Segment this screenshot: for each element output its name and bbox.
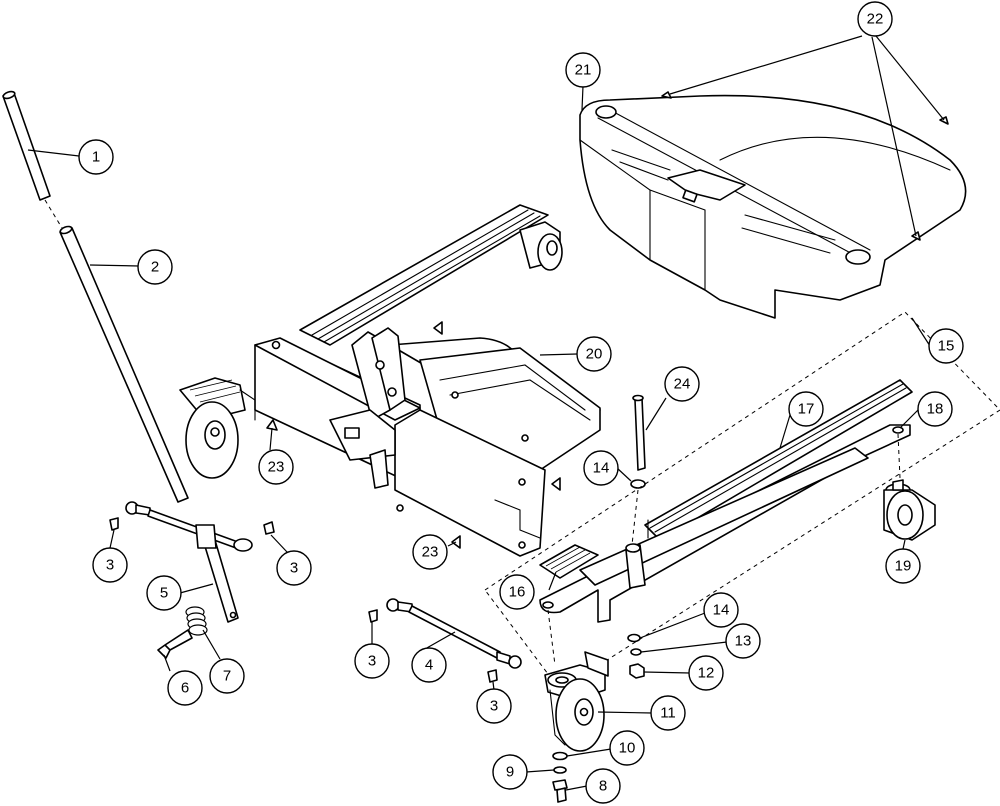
part-screw [487, 669, 498, 683]
part-handle-grip [2, 90, 51, 201]
part-pin [632, 394, 646, 471]
part-pivot-bolt [157, 629, 193, 659]
callout-24: 24 [664, 366, 700, 402]
callout-label: 17 [798, 401, 815, 418]
leader-lines [27, 35, 945, 791]
callout-label: 23 [268, 459, 285, 476]
callout-22: 22 [857, 1, 893, 37]
callout-label: 8 [599, 778, 607, 795]
callout-20: 20 [576, 336, 612, 372]
callout-10: 10 [609, 730, 645, 766]
callout-label: 16 [509, 584, 526, 601]
callout-label: 4 [425, 657, 433, 674]
part-bolt [552, 779, 568, 803]
callout-label: 14 [713, 602, 730, 619]
part-t-linkage [125, 501, 253, 623]
callout-21: 21 [565, 52, 601, 88]
part-leg-arm [539, 424, 911, 623]
callout-label: 3 [106, 557, 114, 574]
callout-6: 6 [167, 670, 203, 706]
part-screw [263, 521, 275, 535]
part-screw [109, 517, 119, 531]
callout-label: 3 [490, 698, 498, 715]
part-washer [627, 633, 641, 643]
callout-9: 9 [492, 754, 528, 790]
callout-label: 10 [619, 740, 636, 757]
callout-23-left: 23 [258, 449, 294, 485]
callout-3-tierod-left: 3 [354, 643, 390, 679]
callout-3-left: 3 [92, 547, 128, 583]
part-seat-shell [579, 94, 967, 319]
callout-label: 2 [151, 259, 159, 276]
part-pad [539, 544, 599, 579]
part-front-caster [544, 651, 609, 752]
callout-label: 12 [698, 665, 715, 682]
callout-label: 13 [735, 633, 752, 650]
callout-13: 13 [725, 623, 761, 659]
callout-label: 15 [938, 338, 955, 355]
callout-label: 21 [575, 62, 592, 79]
callout-18: 18 [917, 391, 953, 427]
callout-label: 23 [422, 544, 439, 561]
part-washer-top [630, 479, 646, 489]
part-tie-rod [386, 598, 522, 669]
callout-label: 7 [223, 668, 231, 685]
callout-14-lower: 14 [703, 592, 739, 628]
callout-4: 4 [411, 647, 447, 683]
callout-15: 15 [928, 328, 964, 364]
callout-label: 20 [586, 346, 603, 363]
pointer-triangle [433, 321, 443, 335]
callout-label: 18 [927, 401, 944, 418]
callout-label: 14 [593, 460, 610, 477]
callout-label: 9 [506, 764, 514, 781]
callout-12: 12 [688, 655, 724, 691]
callout-8: 8 [585, 768, 621, 804]
callout-label: 24 [674, 376, 691, 393]
callout-19: 19 [885, 548, 921, 584]
callout-11: 11 [650, 695, 686, 731]
callout-16: 16 [499, 574, 535, 610]
part-nut [629, 663, 645, 679]
callout-1: 1 [78, 139, 114, 175]
callout-label: 19 [895, 558, 912, 575]
callout-17: 17 [788, 391, 824, 427]
callout-label: 3 [290, 560, 298, 577]
part-screw [368, 609, 378, 623]
callout-label: 11 [660, 705, 676, 722]
part-side-rail [644, 379, 913, 541]
part-washer-lower [552, 751, 568, 761]
dashed-assembly-line [547, 609, 556, 666]
callout-label: 6 [181, 680, 189, 697]
callout-5: 5 [146, 575, 182, 611]
part-handle-tube [59, 225, 189, 503]
callout-label: 5 [160, 585, 168, 602]
callout-7: 7 [209, 658, 245, 694]
pointer-triangle [551, 477, 561, 491]
callout-3-right: 3 [276, 550, 312, 586]
part-main-frame [179, 204, 601, 557]
callout-3-tierod-right: 3 [476, 688, 512, 724]
part-rear-caster [883, 479, 936, 541]
part-spacer [553, 766, 567, 774]
dashed-assembly-line [44, 199, 63, 229]
callout-label: 1 [92, 149, 100, 166]
part-lock-washer [630, 648, 642, 656]
assembly-boundary [484, 311, 1000, 691]
dashed-assembly-line [631, 489, 639, 546]
callout-14-upper: 14 [583, 450, 619, 486]
callout-label: 3 [368, 653, 376, 670]
part-spring [185, 606, 208, 636]
callout-2: 2 [137, 249, 173, 285]
callout-23-center: 23 [412, 534, 448, 570]
callout-label: 22 [867, 11, 884, 28]
